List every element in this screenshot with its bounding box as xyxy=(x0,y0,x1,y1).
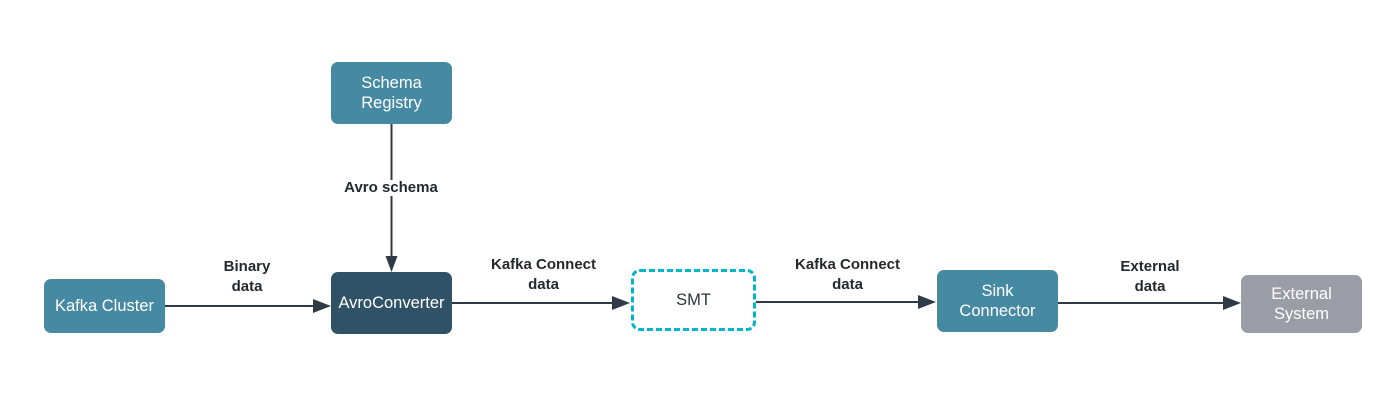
node-external-system[interactable]: External System xyxy=(1241,275,1362,333)
node-smt[interactable]: SMT xyxy=(631,269,756,331)
edge-label-kafka-connect-data-2: Kafka Connect data xyxy=(794,256,901,293)
connector-avro-converter-to-smt xyxy=(452,296,630,310)
connector-schema-registry-to-avro-converter-lower xyxy=(385,196,398,272)
node-avro-converter[interactable]: AvroConverter xyxy=(331,272,452,334)
edge-label-kafka-connect-data-1: Kafka Connect data xyxy=(490,256,597,293)
edge-label-binary-data: Binary data xyxy=(223,258,271,295)
edge-label-avro-schema: Avro schema xyxy=(344,179,438,196)
node-kafka-cluster[interactable]: Kafka Cluster xyxy=(44,279,165,333)
edge-label-external-data: External data xyxy=(1120,258,1180,295)
connector-schema-registry-to-avro-converter-upper xyxy=(390,124,393,180)
connector-smt-to-sink-connector xyxy=(756,295,936,309)
node-schema-registry[interactable]: Schema Registry xyxy=(331,62,452,124)
connector-kafka-cluster-to-avro-converter xyxy=(165,299,331,313)
connector-sink-connector-to-external-system xyxy=(1058,296,1241,310)
node-sink-connector[interactable]: Sink Connector xyxy=(937,270,1058,332)
